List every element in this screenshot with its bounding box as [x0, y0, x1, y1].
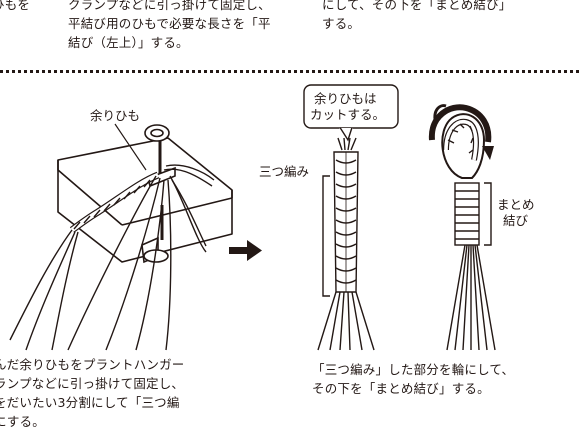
top-col1-line1: ひもを: [0, 0, 31, 12]
tie-label-line1: まとめ: [497, 197, 535, 212]
top-col2-line1: クランプなどに引っ掛けて固定し、: [68, 0, 271, 12]
right-caption-line1: 「三つ編み」した部分を輪にして、: [312, 362, 515, 377]
top-col2-line3: 結び（左上）」する。: [68, 35, 189, 50]
tie-label-line2: 結び: [503, 213, 529, 228]
leftover-cord-label: 余りひも: [90, 108, 141, 123]
top-col3-line2: する。: [322, 16, 361, 31]
braid-label: 三つ編み: [259, 164, 310, 179]
speech-bubble: [303, 84, 399, 143]
left-caption-line1: んだ余りひもをプラントハンガー: [0, 357, 185, 372]
braided-cords: [9, 164, 215, 351]
tie-bracket: [484, 182, 492, 246]
right-caption-line2: その下を「まとめ結び」する。: [312, 381, 490, 396]
leftover-pointer-line: [114, 123, 147, 171]
top-col3-line1: にして、その下を「まとめ結び」: [322, 0, 512, 12]
left-caption-line2: ランプなどに引っ掛けて固定し、: [0, 376, 185, 391]
braid-strand: [317, 137, 375, 351]
braid-bracket: [322, 175, 330, 297]
loop-knot-illustration: [428, 104, 496, 351]
bubble-text-line1: 余りひもは: [314, 91, 377, 106]
step-arrow: [229, 240, 262, 261]
top-col2-line2: 平結び用のひもで必要な長さを「平: [68, 16, 271, 31]
dotted-divider: [0, 70, 579, 73]
bubble-text-line2: カットする。: [310, 107, 386, 122]
left-caption-line3: をだいたい3分割にして「三つ編: [0, 395, 180, 410]
clamp-illustration: [141, 124, 176, 264]
left-caption-line4: にする。: [0, 414, 45, 429]
